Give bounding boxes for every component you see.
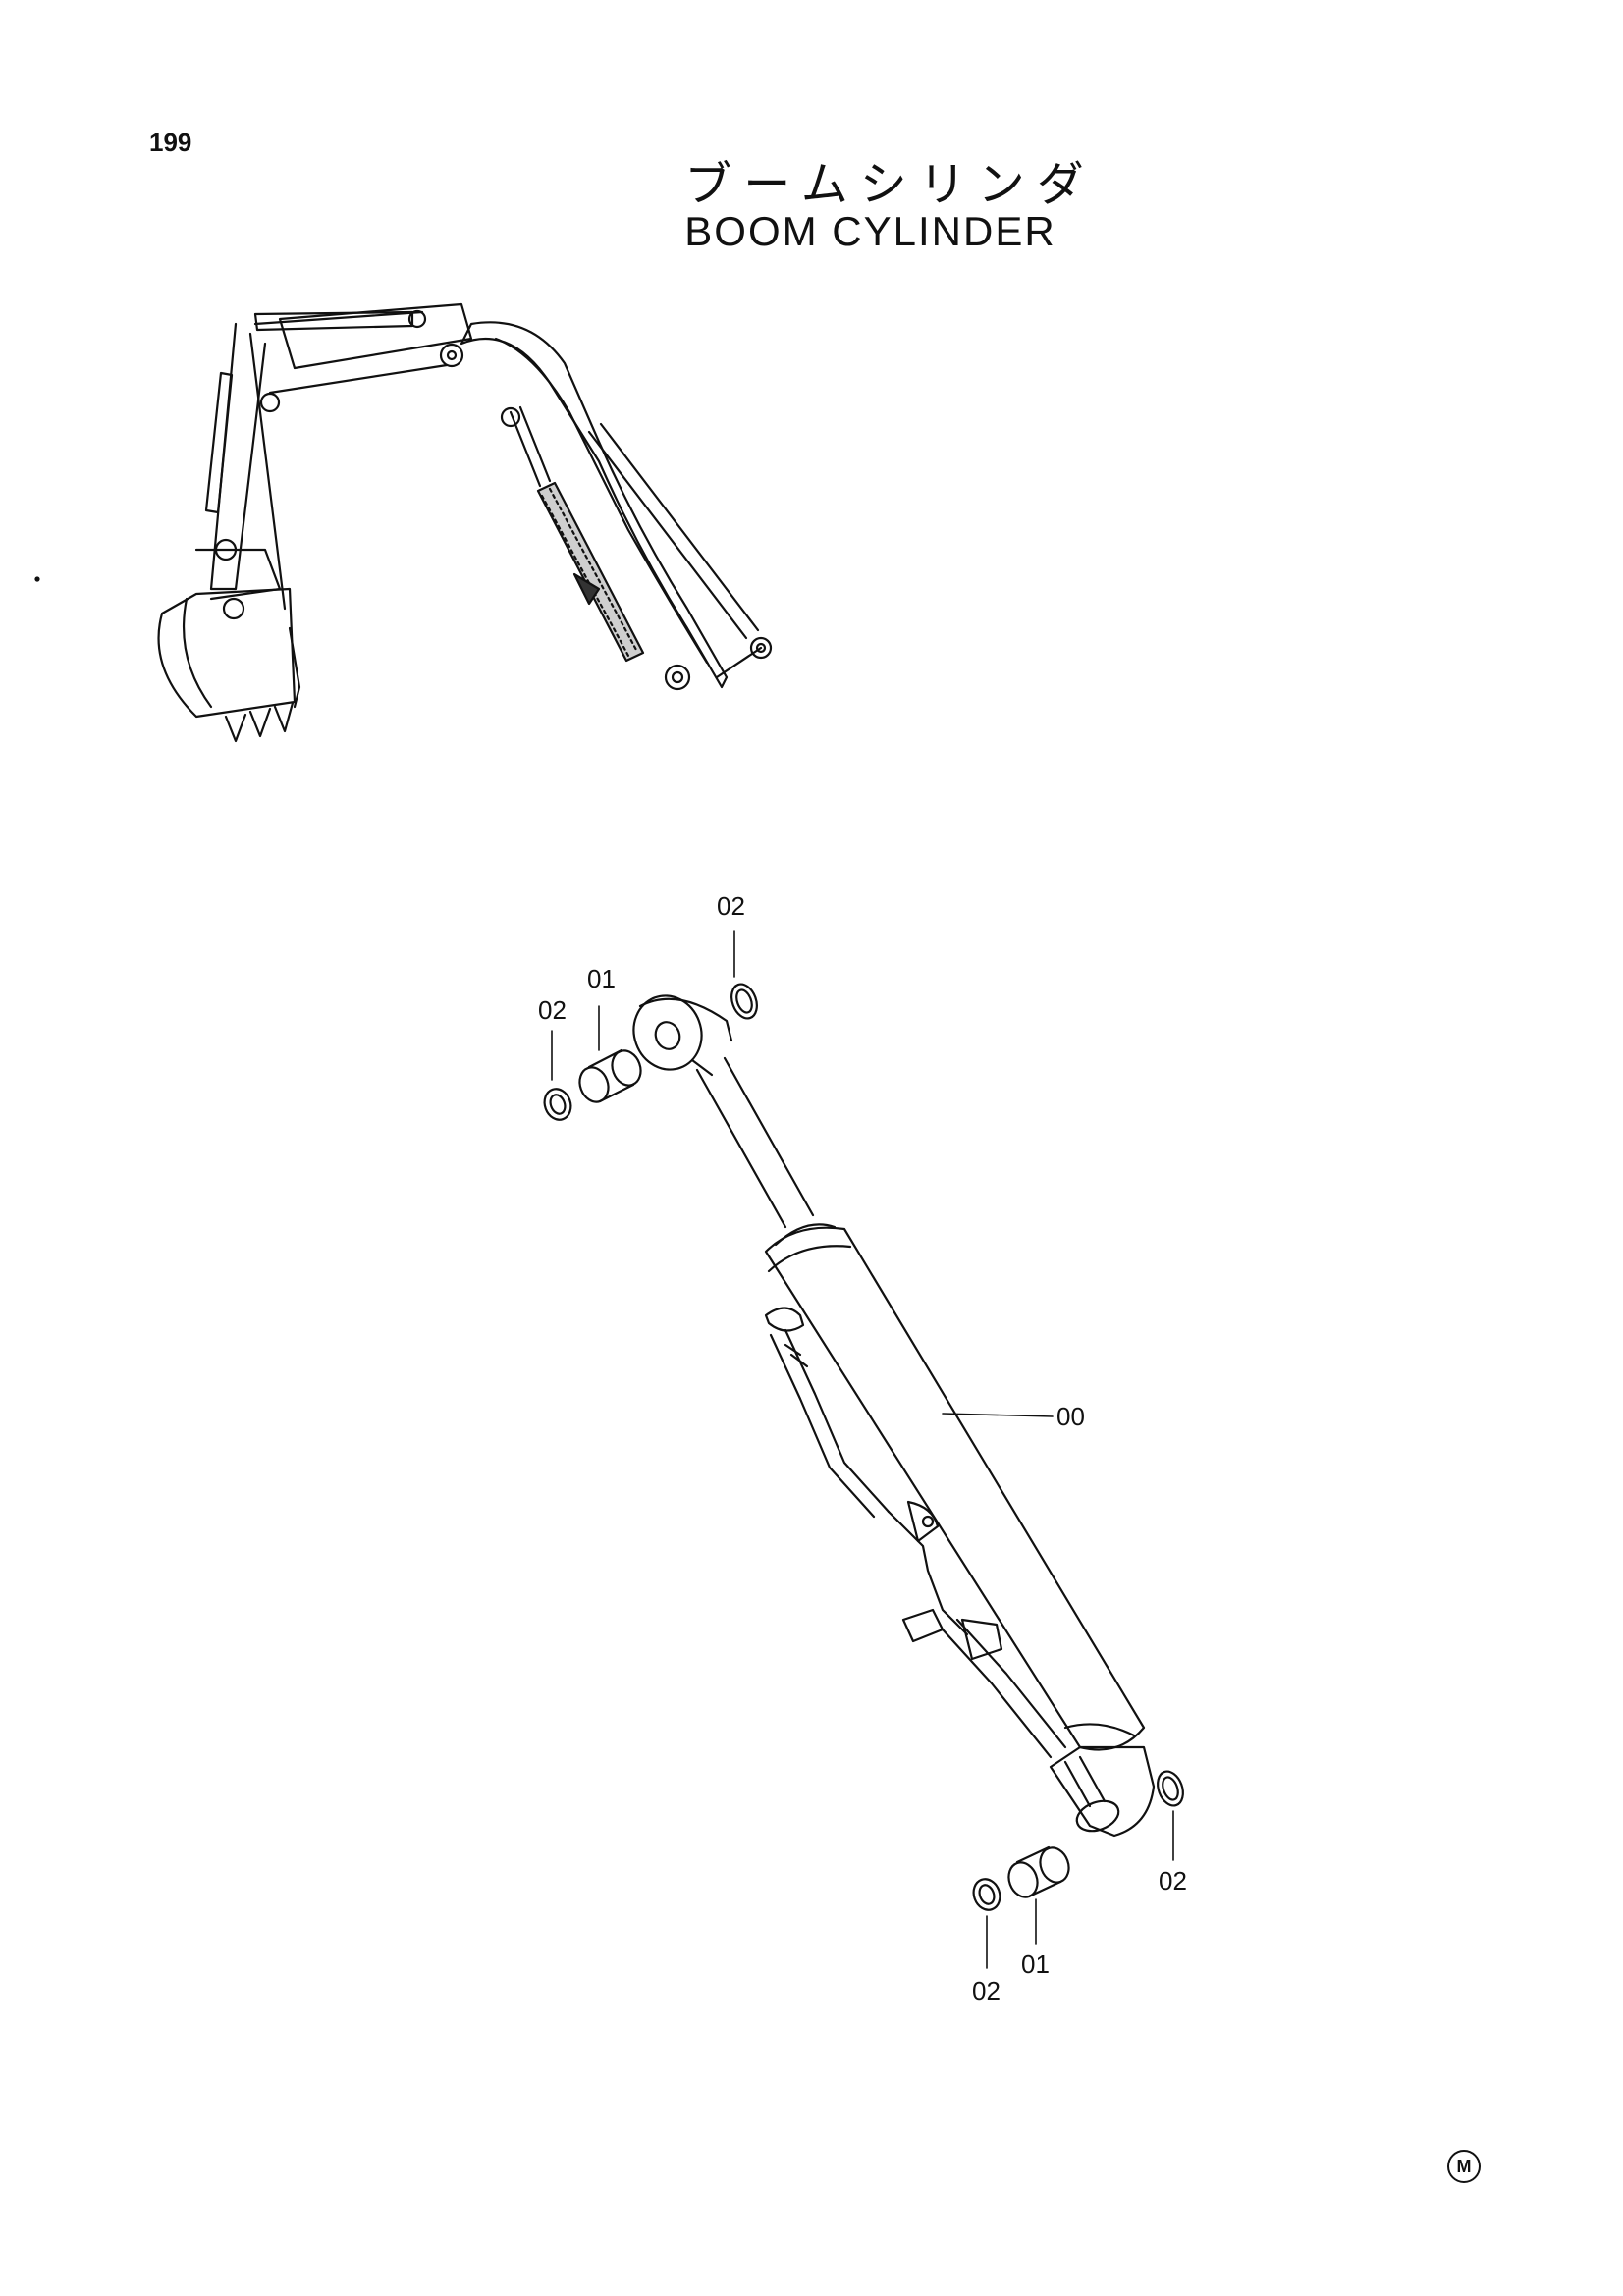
boom-foot-pin <box>664 664 691 691</box>
bottom-bushing <box>1007 1845 1070 1945</box>
boom-outline <box>460 321 729 689</box>
boom-cylinder-highlight <box>500 405 645 663</box>
callout-bottom-ring-right: 02 <box>1159 1866 1187 1896</box>
boom-foot-pin-2 <box>749 636 773 660</box>
bottom-seal-ring-right <box>1157 1770 1184 1861</box>
callout-top-ring-right: 02 <box>717 891 745 921</box>
excavator-attachment-illustration <box>34 302 773 743</box>
piston-rod <box>695 1056 815 1229</box>
leader-00 <box>942 1413 1054 1417</box>
callout-top-ring-left: 02 <box>538 995 567 1025</box>
title-english: BOOM CYLINDER <box>684 208 1056 254</box>
cylinder-head-eye <box>1049 1745 1156 1838</box>
callout-cylinder: 00 <box>1056 1402 1085 1431</box>
bottom-seal-ring-left <box>972 1878 1001 1969</box>
arm-outline <box>278 302 473 370</box>
top-seal-ring-right <box>730 930 758 1020</box>
rod-eye <box>632 994 733 1077</box>
arm-cylinder <box>253 310 414 332</box>
top-seal-ring-left <box>543 1030 572 1121</box>
hydraulic-hose <box>764 1307 1067 1759</box>
page-number: 199 <box>149 128 192 157</box>
cylinder-tube <box>764 1223 1146 1751</box>
callout-top-bushing: 01 <box>587 964 616 993</box>
callout-bottom-bushing: 01 <box>1021 1949 1050 1979</box>
top-bushing <box>578 1005 642 1103</box>
boom-cylinder-exploded <box>543 930 1184 1969</box>
callout-bottom-ring-left: 02 <box>972 1976 1001 2005</box>
bucket-cylinder <box>204 371 234 514</box>
bucket <box>157 587 301 743</box>
title-japanese: ブームシリンダ <box>684 157 1096 212</box>
boom-inner-line <box>494 337 709 665</box>
manufacturer-mark: M <box>1447 2150 1481 2183</box>
